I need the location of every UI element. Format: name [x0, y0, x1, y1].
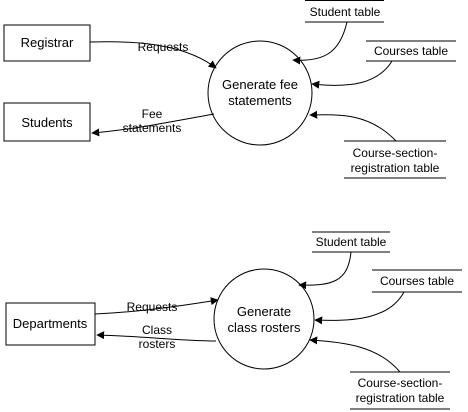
datastore-label: Student table	[310, 5, 381, 19]
datastore-label: Courses table	[380, 274, 454, 288]
flow-student-table-arrow	[298, 251, 352, 290]
datastore-courses-table[interactable]: Courses table	[372, 269, 462, 293]
entity-registrar-label: Registrar	[21, 35, 74, 50]
entity-registrar[interactable]: Registrar	[3, 24, 91, 62]
datastore-label-line2: registration table	[356, 391, 445, 405]
datastore-student-table[interactable]: Student table	[312, 231, 390, 253]
entity-departments[interactable]: Departments	[5, 302, 96, 346]
flow-student-table-arrow	[292, 21, 348, 65]
flow-csr-table-arrow	[309, 110, 397, 142]
entity-registrar-box	[3, 24, 91, 62]
flow-requests-label: Requests	[138, 40, 189, 54]
datastore-label-line1: Course-section-	[358, 376, 443, 390]
flow-courses-table-arrow	[311, 60, 393, 89]
entity-students[interactable]: Students	[3, 102, 91, 142]
datastore-course-section-registration[interactable]: Course-section- registration table	[350, 371, 450, 410]
datastore-course-section-registration[interactable]: Course-section- registration table	[344, 140, 446, 179]
process-label-line2: class rosters	[228, 320, 301, 335]
process-circle	[213, 268, 315, 370]
datastore-label: Student table	[316, 235, 387, 249]
flow-courses-table-arrow	[314, 291, 405, 325]
process-generate-fee-statements[interactable]: Generate fee statements	[207, 40, 313, 146]
entity-departments-box	[5, 302, 96, 346]
entity-students-box	[3, 102, 91, 142]
process-circle	[207, 40, 313, 146]
flow-fee-label-line1: Fee	[142, 107, 163, 121]
flow-requests-arrow	[89, 41, 217, 69]
datastore-label: Courses table	[374, 44, 448, 58]
process-label-line1: Generate	[237, 304, 291, 319]
fee-statement-diagram: Registrar Students Generate fee statemen…	[3, 0, 456, 179]
flow-requests-label: Requests	[127, 300, 178, 314]
datastore-label-line2: registration table	[351, 161, 440, 175]
entity-departments-label: Departments	[13, 316, 88, 331]
process-generate-class-rosters[interactable]: Generate class rosters	[213, 268, 315, 370]
process-label-line2: statements	[228, 93, 292, 108]
entity-students-label: Students	[21, 115, 73, 130]
process-label-line1: Generate fee	[222, 77, 298, 92]
flow-fee-label-line2: statements	[123, 121, 182, 135]
flow-rosters-label-line2: rosters	[139, 337, 176, 351]
flow-requests-arrow	[94, 297, 219, 315]
flow-class-rosters-arrow	[96, 331, 217, 342]
datastore-courses-table[interactable]: Courses table	[366, 40, 456, 62]
datastore-label-line1: Course-section-	[353, 146, 438, 160]
flow-rosters-label-line1: Class	[142, 323, 172, 337]
datastore-student-table[interactable]: Student table	[305, 0, 384, 23]
flow-fee-statements-arrow	[91, 113, 215, 137]
flow-csr-table-arrow	[309, 336, 401, 373]
class-rosters-diagram: Departments Generate class rosters Stude…	[5, 231, 462, 410]
